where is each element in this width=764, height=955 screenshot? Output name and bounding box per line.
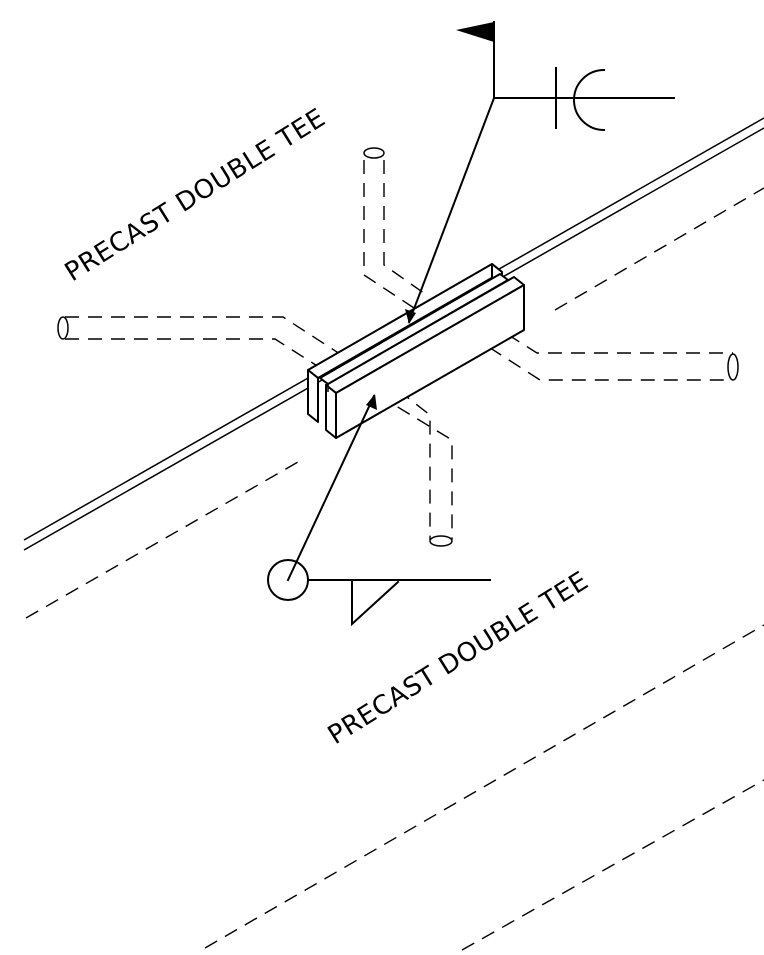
- upper-arrowhead: [405, 309, 416, 324]
- double-tee-stem-edges: [25, 187, 764, 951]
- upper-leader-line: [407, 96, 496, 324]
- embed-plate-front: [325, 276, 525, 439]
- flare-bevel-weld-arc: [573, 68, 606, 132]
- upper-member-label: PRECAST DOUBLE TEE: [60, 103, 331, 288]
- lower-member-label: PRECAST DOUBLE TEE: [323, 566, 594, 751]
- connector-bar: [319, 273, 509, 392]
- upper-weld-symbol: [405, 21, 675, 324]
- lower-leader-line: [286, 394, 376, 582]
- fillet-weld-icon: [351, 580, 400, 627]
- field-weld-flag-icon: [456, 22, 494, 42]
- lower-weld-symbol: [267, 394, 491, 627]
- lower-arrowhead: [366, 394, 377, 410]
